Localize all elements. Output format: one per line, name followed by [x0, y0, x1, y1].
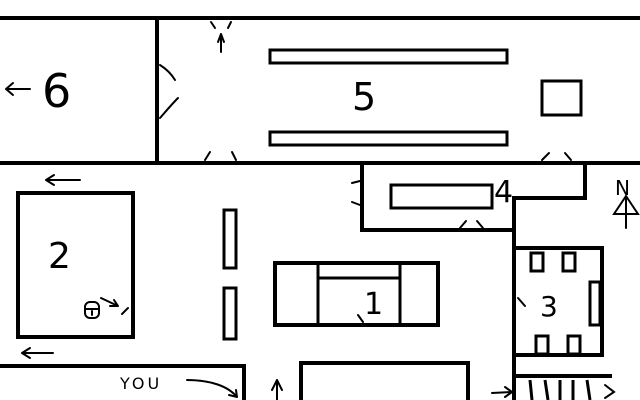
partition	[222, 208, 238, 270]
chair	[566, 334, 582, 356]
room-2[interactable]: 2	[16, 174, 135, 359]
wall-bottom-room	[299, 361, 470, 400]
arrow-left-icon	[5, 82, 31, 96]
compass-north-label: N	[615, 176, 630, 200]
door-icon	[159, 64, 179, 119]
arrow-you-icon	[186, 379, 238, 398]
you-label: YOU	[119, 374, 162, 393]
table	[268, 130, 509, 147]
arrow-up-icon	[217, 33, 225, 53]
door-icon	[459, 220, 484, 229]
door-icon	[541, 152, 572, 161]
arrow-right-icon	[491, 386, 513, 398]
arrow-up-icon	[271, 379, 283, 400]
room-4-label: 4	[494, 175, 513, 210]
box	[540, 79, 583, 117]
room-5-label: 5	[352, 75, 376, 119]
arrow-door-icon	[100, 297, 129, 315]
wall-you-room	[0, 364, 246, 400]
door-icon	[351, 180, 361, 206]
door-icon	[357, 314, 364, 323]
arrow-right-icon	[604, 384, 616, 399]
door-icon	[517, 297, 526, 307]
north-arrow-icon	[612, 194, 640, 229]
chair	[534, 334, 550, 356]
you-marker: YOU	[119, 374, 238, 398]
room-3[interactable]: 3	[512, 246, 612, 378]
room-3-label: 3	[540, 290, 558, 323]
shelf	[588, 280, 602, 327]
room-1-walls	[273, 261, 440, 327]
room-6[interactable]: 6	[5, 64, 71, 118]
compass: N	[612, 176, 640, 229]
room-6-label: 6	[42, 64, 71, 118]
stairs	[491, 379, 616, 400]
arrow-left-icon	[45, 174, 81, 186]
room-2-walls	[16, 191, 135, 339]
room-3-walls	[512, 246, 604, 357]
room-2-label: 2	[48, 236, 71, 277]
room-1-label: 1	[364, 287, 383, 322]
table	[268, 48, 509, 65]
door-icon	[210, 21, 232, 29]
room-1[interactable]: 1	[273, 261, 440, 327]
chair	[529, 251, 545, 273]
room-5[interactable]: 5	[159, 21, 583, 161]
chair	[561, 251, 577, 273]
arrow-left-icon	[21, 347, 54, 359]
door-icon	[204, 151, 237, 161]
partition	[222, 286, 238, 341]
counter	[389, 183, 494, 210]
lock-icon	[84, 301, 100, 319]
